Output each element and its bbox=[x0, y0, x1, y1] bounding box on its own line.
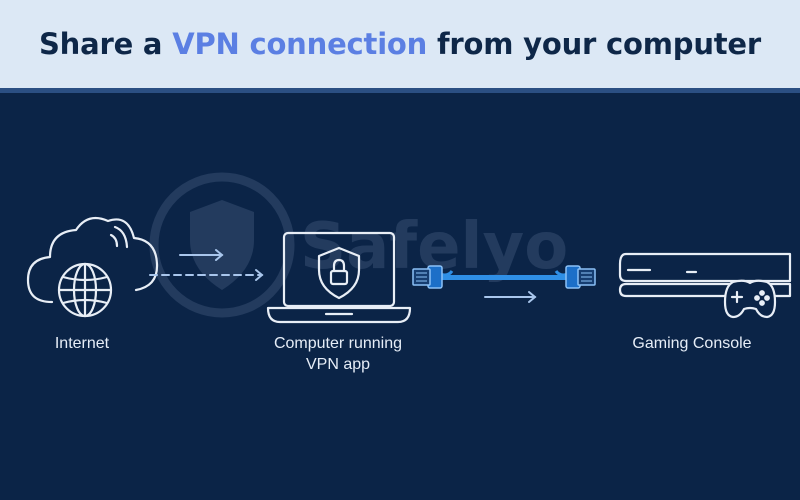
page-title: Share a VPN connection from your compute… bbox=[39, 27, 761, 61]
computer-label-line1: Computer running bbox=[273, 335, 403, 352]
internet-label: Internet bbox=[54, 335, 110, 352]
ethernet-cable-icon bbox=[412, 265, 596, 289]
watermark-logo-icon bbox=[149, 172, 295, 318]
watermark: Safelyo bbox=[149, 172, 568, 318]
title-suffix: from your computer bbox=[427, 27, 762, 61]
header-bar: Share a VPN connection from your compute… bbox=[0, 0, 800, 88]
computer-label: Computer running VPN app bbox=[240, 333, 436, 375]
signal-wave-small bbox=[109, 233, 119, 248]
header-divider bbox=[0, 88, 800, 93]
computer-label-line2: VPN app bbox=[305, 356, 371, 373]
cloud-globe-icon bbox=[26, 216, 159, 318]
console-label: Gaming Console bbox=[632, 335, 752, 352]
flow-arrow-internet-to-computer bbox=[149, 249, 264, 281]
watermark-shield-icon bbox=[190, 200, 254, 290]
laptop-shield-icon bbox=[266, 231, 412, 324]
title-highlight: VPN connection bbox=[172, 27, 428, 61]
signal-wave-large bbox=[113, 225, 129, 249]
title-prefix: Share a bbox=[38, 27, 173, 61]
flow-arrow-computer-to-console bbox=[484, 291, 537, 303]
game-console-icon bbox=[618, 252, 792, 319]
